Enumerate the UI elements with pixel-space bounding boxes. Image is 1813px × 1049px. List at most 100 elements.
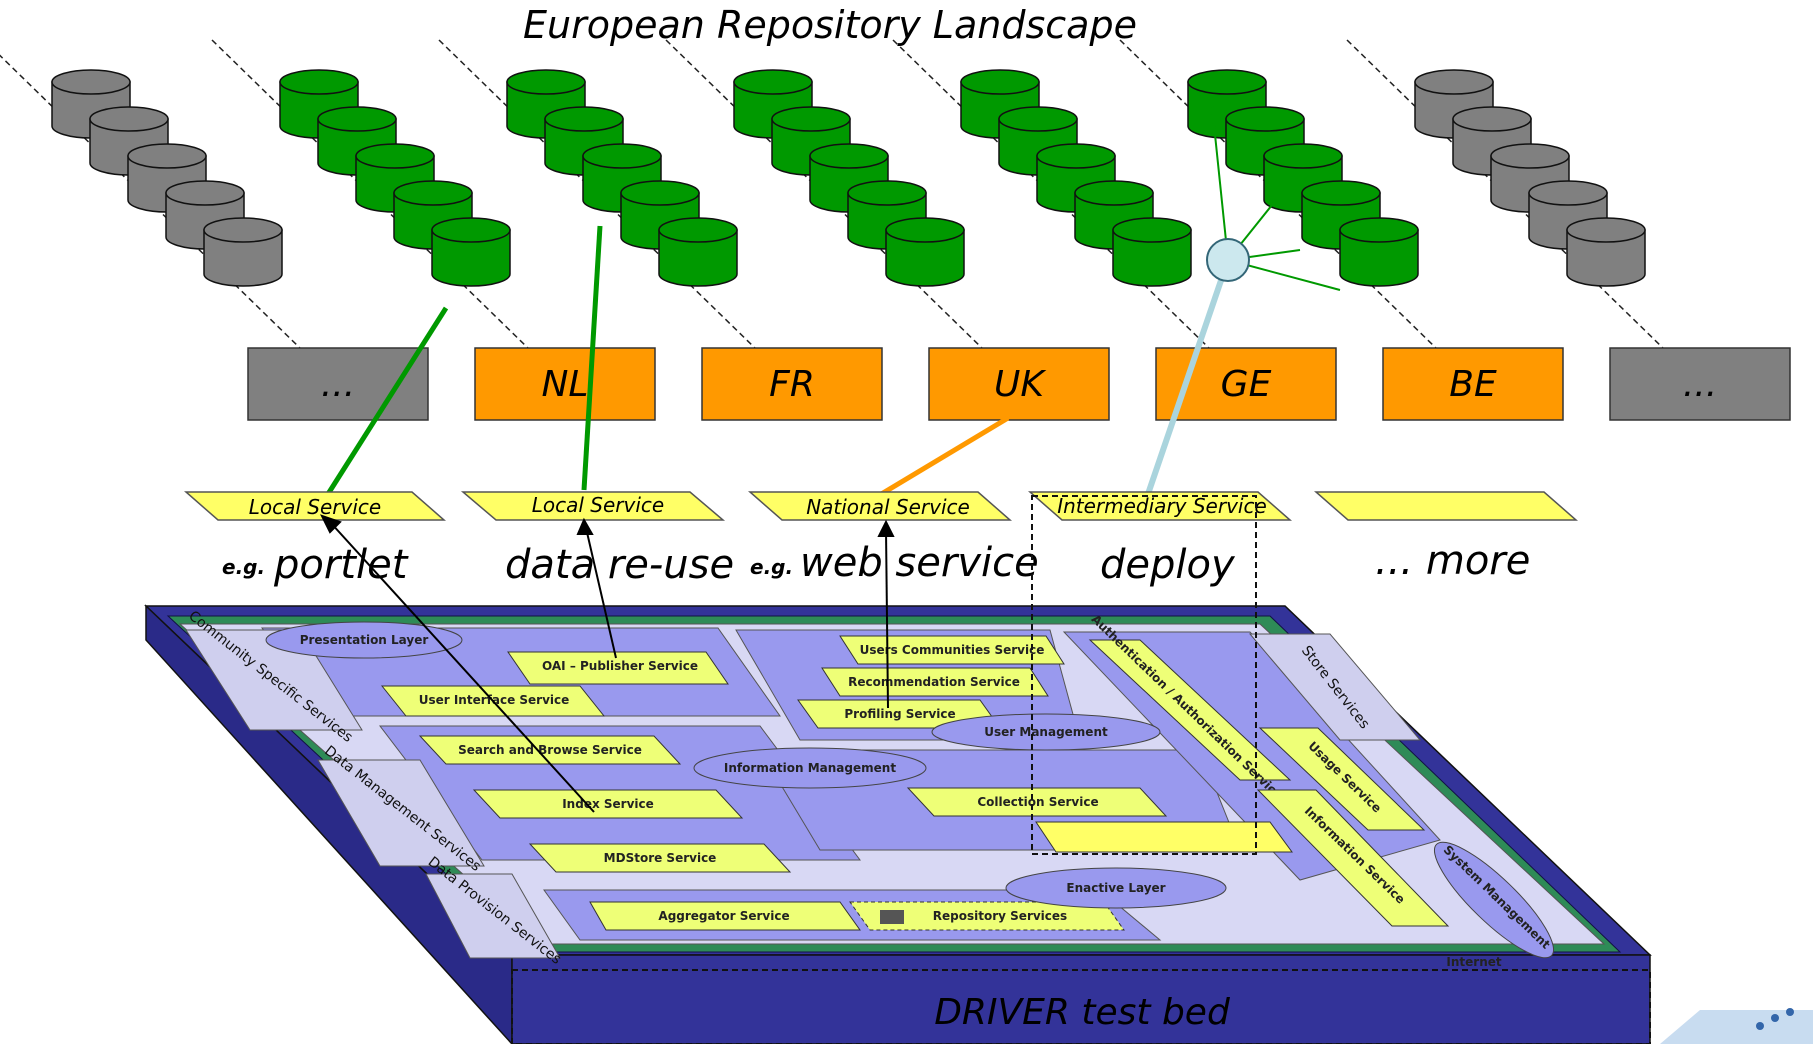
cylinder-top	[998, 106, 1078, 132]
usage-text-5: ... more	[1375, 538, 1530, 584]
connector-local-2	[581, 225, 603, 491]
cylinder-body	[885, 229, 965, 287]
connector-intermediary	[1145, 259, 1231, 495]
cylinder-top	[506, 69, 586, 95]
module-label-aggregator: Aggregator Service	[658, 909, 789, 923]
cylinder-body	[658, 229, 738, 287]
module-usage	[1258, 727, 1426, 831]
cylinder-top	[809, 143, 889, 169]
cylinder-top	[1036, 143, 1116, 169]
layer-label-enactive: Enactive Layer	[1066, 881, 1165, 895]
country-box-2: FR	[701, 347, 883, 421]
country-boxes: ... NL FR UK GE BE...	[247, 347, 1791, 421]
cylinder-top	[1339, 217, 1419, 243]
cylinder-top	[1112, 217, 1192, 243]
country-rect	[1609, 347, 1791, 421]
connector-national	[876, 415, 1010, 499]
cylinder-body	[1566, 229, 1646, 287]
cylinder-body	[1339, 229, 1419, 287]
cylinder-top	[127, 143, 207, 169]
cylinder-top	[582, 143, 662, 169]
arrowhead-web	[877, 519, 895, 537]
arrowhead-portlet	[320, 514, 342, 534]
usage-prefix-3: e.g.	[750, 555, 793, 579]
module-label-collection: Collection Service	[977, 795, 1098, 809]
stack-1	[211, 39, 531, 351]
arrow-oai-to-reuse	[585, 527, 617, 659]
cylinder-top	[771, 106, 851, 132]
side-strip-community	[185, 629, 363, 731]
cylinder-top	[544, 106, 624, 132]
module-label-users-communities: Users Communities Service	[860, 643, 1045, 657]
layer-system-management	[1433, 841, 1555, 959]
deploy-strip	[1035, 821, 1293, 853]
cylinder-top	[355, 143, 435, 169]
usage-text-1: portlet	[273, 542, 409, 588]
repository-cylinder	[1566, 217, 1646, 287]
country-box-3: UK	[928, 347, 1110, 421]
module-label-recommendation: Recommendation Service	[848, 675, 1020, 689]
module-label-oai-publisher: OAI – Publisher Service	[542, 659, 698, 673]
country-label: NL	[542, 364, 589, 405]
cylinder-top	[317, 106, 397, 132]
repository-icon	[880, 910, 904, 924]
cylinder-top	[1187, 69, 1267, 95]
cylinder-top	[620, 180, 700, 206]
module-label-user-interface: User Interface Service	[419, 693, 570, 707]
stack-0	[0, 54, 303, 351]
stack-6	[1346, 39, 1666, 351]
service-box-intermediary	[1028, 491, 1292, 521]
cylinder-top	[51, 69, 131, 95]
country-label: ...	[1683, 364, 1717, 405]
side-strip-data-provision	[425, 873, 561, 959]
module-authentication	[1088, 639, 1292, 781]
logo-dot-1	[1756, 1022, 1764, 1030]
repository-cylinder	[1452, 106, 1532, 176]
arrowhead-reuse	[576, 517, 594, 535]
country-rect	[474, 347, 656, 421]
country-box-1: NL	[474, 347, 656, 421]
country-box-6: ...	[1609, 347, 1791, 421]
logo-dot-2	[1771, 1014, 1779, 1022]
repository-cylinder	[1112, 217, 1192, 287]
node-link-1	[1210, 95, 1229, 261]
stack-2	[438, 39, 758, 351]
cylinder-top	[1528, 180, 1608, 206]
cylinder-top	[1566, 217, 1646, 243]
cylinder-top	[1452, 106, 1532, 132]
intermediary-node	[1206, 238, 1250, 282]
test-bed-label: DRIVER test bed	[934, 992, 1231, 1033]
layer-label-user-management: User Management	[984, 725, 1108, 739]
layer-enactive	[1005, 867, 1227, 909]
stack-3	[665, 39, 985, 351]
cylinder-top	[847, 180, 927, 206]
usage-text-4: deploy	[1100, 542, 1236, 588]
country-rect	[928, 347, 1110, 421]
module-repository-services	[849, 901, 1125, 931]
module-label-profiling: Profiling Service	[844, 707, 955, 721]
country-box-0: ...	[247, 347, 429, 421]
repository-stacks	[0, 39, 1666, 351]
module-search-browse	[418, 735, 682, 765]
module-users-communities	[839, 635, 1065, 665]
cylinder-top	[1414, 69, 1494, 95]
cylinder-top	[431, 217, 511, 243]
module-aggregator	[589, 901, 861, 931]
module-label-search-browse: Search and Browse Service	[458, 743, 642, 757]
service-box-national	[748, 491, 1012, 521]
country-label: GE	[1221, 364, 1272, 405]
layer-user-management	[931, 713, 1161, 751]
module-label-repository-services: Repository Services	[933, 909, 1067, 923]
repository-cylinder	[431, 217, 511, 287]
cylinder-body	[203, 229, 283, 287]
layer-information-management	[693, 747, 927, 789]
service-label-intermediary: Intermediary Service	[1057, 494, 1267, 518]
logo-dot-3	[1786, 1008, 1794, 1016]
module-index	[472, 789, 744, 819]
arrows	[320, 514, 895, 813]
country-label: BE	[1449, 364, 1497, 405]
deploy-frame	[1031, 495, 1257, 855]
cylinder-top	[279, 69, 359, 95]
country-label: ...	[321, 364, 355, 405]
